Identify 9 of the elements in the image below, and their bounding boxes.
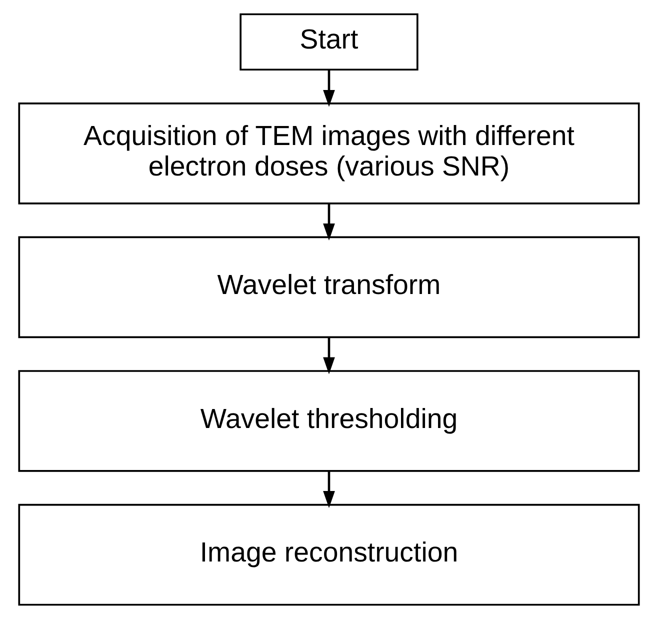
arrow — [322, 70, 334, 107]
arrow — [322, 337, 334, 374]
node-box: Start — [239, 13, 418, 71]
arrow — [322, 471, 334, 508]
node-box: Wavelet transform — [18, 236, 640, 338]
node-box: Wavelet thresholding — [18, 370, 640, 472]
arrow — [322, 204, 334, 240]
node-box: Image reconstruction — [18, 504, 640, 606]
node-box: Acquisition of TEM images with different electron doses (various SNR) — [18, 102, 640, 204]
